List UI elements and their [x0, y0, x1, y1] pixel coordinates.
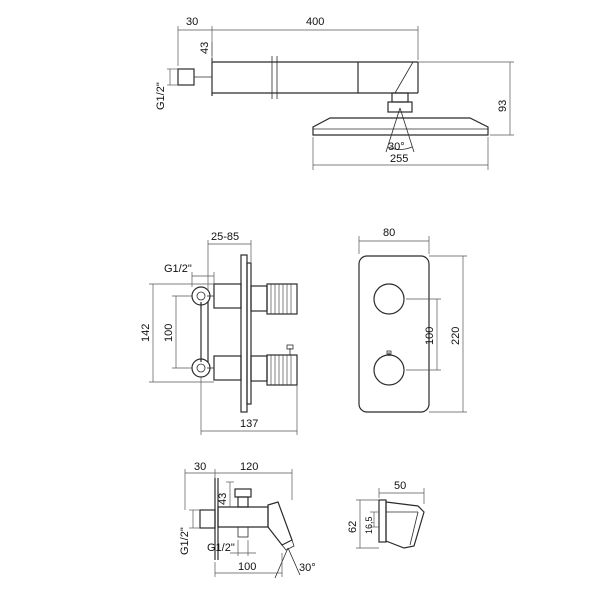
spout-dim-30: 30	[194, 461, 206, 473]
spout-dim-100: 100	[238, 561, 256, 573]
cover-dim-100: 100	[424, 327, 436, 345]
spout-dim-43: 43	[217, 493, 229, 505]
shower-arm-dim-255: 255	[390, 153, 408, 165]
shower-arm-drawing	[167, 26, 514, 170]
holder-dim-62: 62	[347, 521, 359, 533]
cover-plate-drawing	[358, 236, 467, 413]
holder-dim-16-5: 16,5	[364, 516, 374, 534]
mixer-upper-knurl	[270, 284, 292, 314]
mixer-lower-knurl	[270, 355, 292, 385]
spout-drawing	[184, 469, 301, 579]
holder-dim-50: 50	[394, 480, 406, 492]
mixer-dim-142: 142	[140, 324, 152, 342]
mixer-dim-g12: G1/2"	[164, 263, 192, 275]
spout-dim-g12-bottom: G1/2"	[207, 542, 235, 554]
shower-arm-dim-30: 30	[186, 16, 198, 28]
shower-arm-dim-400: 400	[306, 16, 324, 28]
mixer-body-drawing	[149, 240, 298, 435]
spout-dim-120: 120	[240, 461, 258, 473]
spout-dim-g12-left: G1/2"	[179, 527, 191, 555]
mixer-dim-100: 100	[163, 324, 175, 342]
spout-dim-30deg: 30°	[299, 562, 316, 574]
shower-arm-dim-30deg: 30°	[388, 141, 405, 153]
shower-arm-dim-43: 43	[199, 42, 211, 54]
mixer-dim-25-85: 25-85	[211, 231, 239, 243]
cover-dim-220: 220	[450, 327, 462, 345]
holder-drawing	[356, 488, 425, 549]
cover-dim-80: 80	[383, 227, 395, 239]
shower-arm-dim-g12: G1/2"	[155, 82, 167, 110]
shower-arm-dim-93: 93	[497, 100, 509, 112]
mixer-dim-137: 137	[240, 418, 258, 430]
